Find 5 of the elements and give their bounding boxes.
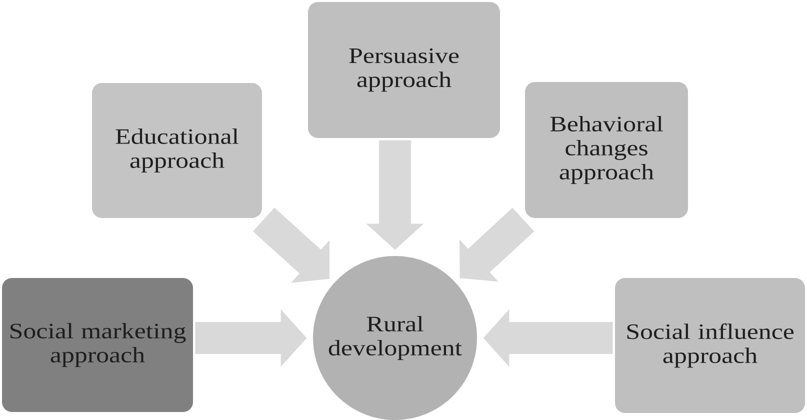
process-box: Social influence approach bbox=[615, 278, 805, 413]
process-box: Behavioral changes approach bbox=[525, 82, 688, 218]
process-box: Educational approach bbox=[92, 83, 262, 218]
process-box: Social marketing approach bbox=[2, 278, 193, 412]
process-box: Persuasive approach bbox=[308, 2, 500, 138]
